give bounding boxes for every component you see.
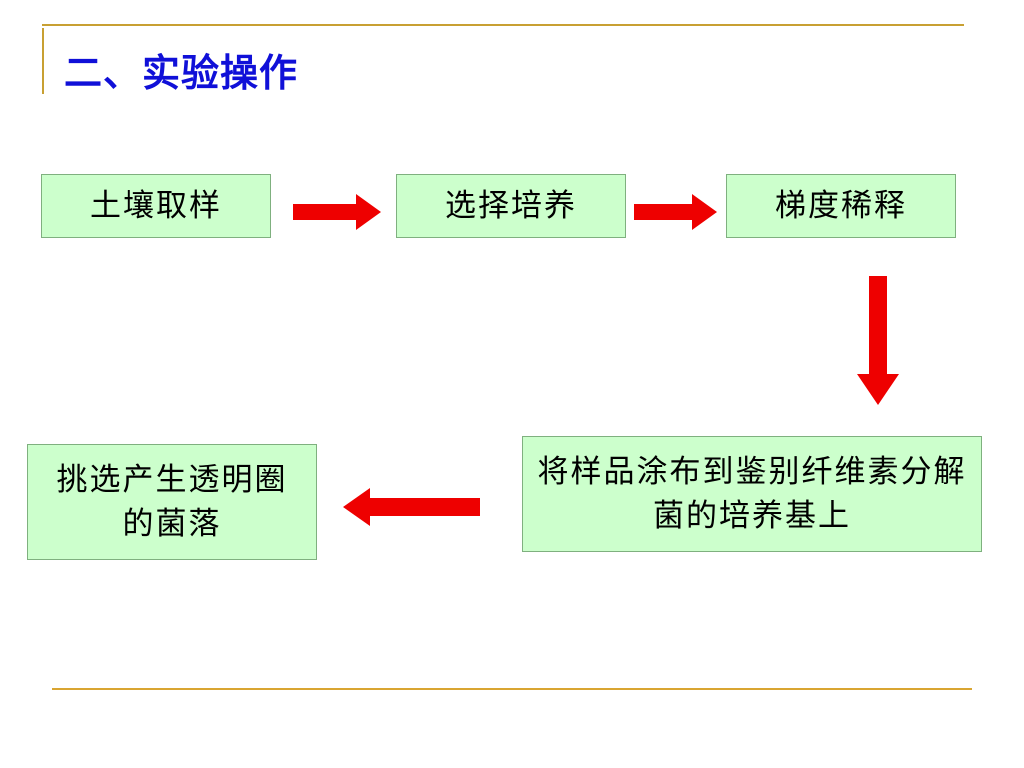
arrow-right-1 [293,194,381,230]
step-label: 梯度稀释 [775,188,907,224]
arrow-down [857,276,899,405]
step-label: 挑选产生透明圈的菌落 [56,462,288,542]
step-label: 土壤取样 [90,188,222,224]
step-label: 将样品涂布到鉴别纤维素分解菌的培养基上 [537,454,967,534]
arrow-right-2 [634,194,717,230]
footer-rule [52,688,972,690]
page-title: 二、实验操作 [64,51,299,95]
step-soil-sampling: 土壤取样 [41,174,271,238]
step-selective-culture: 选择培养 [396,174,626,238]
header-top-rule [42,24,964,26]
step-label: 选择培养 [445,188,577,224]
header-left-rule [42,28,44,94]
step-spread-on-medium: 将样品涂布到鉴别纤维素分解菌的培养基上 [522,436,982,552]
step-pick-colonies: 挑选产生透明圈的菌落 [27,444,317,560]
arrow-left [343,488,480,526]
step-gradient-dilution: 梯度稀释 [726,174,956,238]
